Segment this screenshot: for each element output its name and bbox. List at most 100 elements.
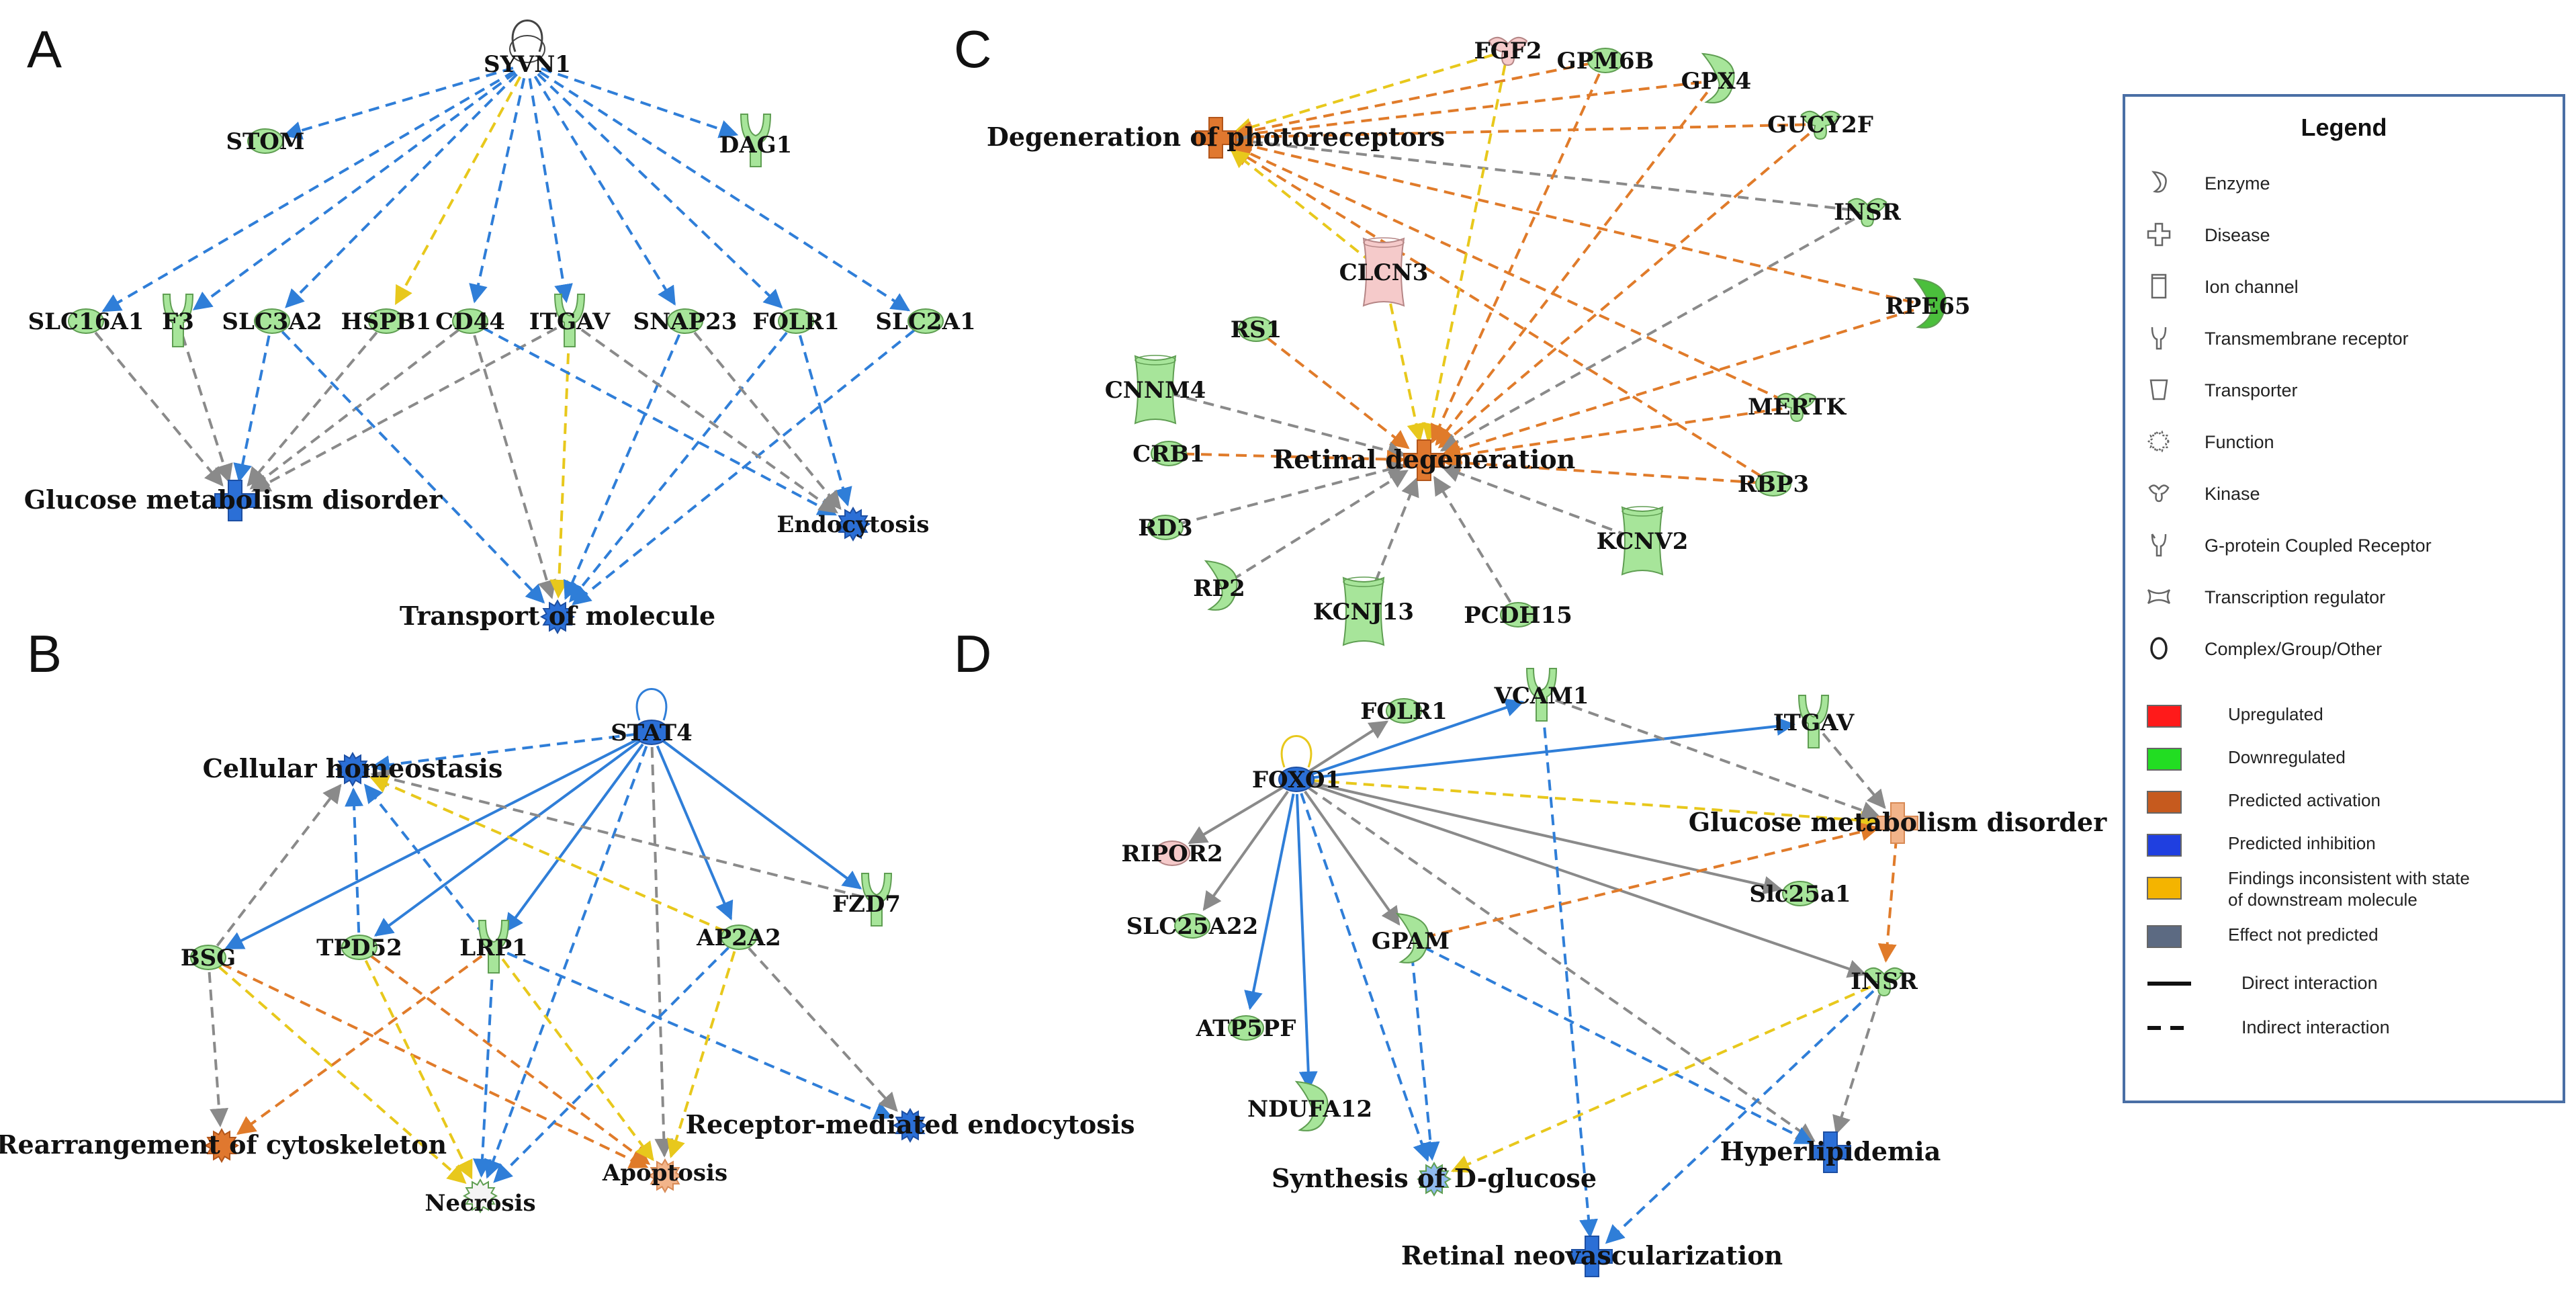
edge-slc3a2-to-gmd_a [233,335,271,483]
edge-foxo1-to-itgav_d [1311,717,1795,779]
node-ndufa12: NDUFA12 [1247,1080,1372,1131]
edge-snap23-to-endo [693,331,842,511]
edge-stat4-to-fzd7 [662,740,862,890]
edge-bsg-to-nec [218,965,467,1185]
node-shape [1154,841,1190,866]
node-mertk: MERTK [1748,392,1847,423]
node-shape [1417,1162,1452,1197]
node-gpx4: GPX4 [1681,52,1751,103]
panel-letter-a: A [27,19,62,79]
node-shape [1571,1236,1613,1277]
node-shape [1587,48,1624,73]
node-shape [1847,198,1887,228]
edge-syvn1-to-hspb1 [394,76,522,306]
edge-foxo1-to-insr_d [1310,783,1867,978]
edges-layer [94,19,1914,1244]
node-shape [1488,36,1528,67]
node-label: VCAM1 [1493,683,1589,709]
node-shape [1228,1015,1264,1041]
node-label: GPAM [1372,928,1450,955]
edge-pcdh15-to-rd [1433,476,1512,603]
node-slc3a2: SLC3A2 [222,308,322,335]
edge-cd44-to-tom [473,335,556,599]
node-shape [1797,695,1830,748]
node-shape [1912,277,1947,329]
node-sdg: Synthesis of D-glucose [1272,1162,1597,1197]
node-label: Glucose metabolism disorder [24,484,443,515]
node-shape [1782,881,1818,906]
legend-shape-transporter: Transporter [2149,379,2298,400]
node-rnv: Retinal neovascularization [1401,1236,1783,1277]
node-clcn3: CLCN3 [1339,237,1428,307]
node-shape [1525,668,1558,722]
legend-color-item: Effect not predicted [2147,924,2379,948]
legend-color-item: Predicted inhibition [2147,833,2376,857]
self-loop-edge [1280,735,1313,768]
node-label: SYVN1 [484,51,571,78]
edge-tpd52-to-apo [370,955,651,1165]
edge-syvn1-to-slc16a1 [101,70,516,312]
edge-rbp3-to-dop [1231,147,1762,478]
edge-stat4-to-bsg [224,738,639,950]
node-gucy2f: GUCY2F [1767,110,1873,140]
node-hspb1: HSPB1 [341,308,431,335]
legend-label: Downregulated [2228,747,2346,767]
legend-shape-transcription: Transcription regulator [2147,587,2385,607]
node-label: CD44 [435,308,505,335]
node-shape [1701,52,1735,103]
node-folr1: FOLR1 [752,308,840,335]
node-snap23: SNAP23 [633,308,737,335]
self-loop-edge [635,688,668,721]
legend-shape-gpcr: G-protein Coupled Receptor [2151,533,2432,557]
node-label: STAT4 [611,720,692,746]
edge-lrp1-to-ch [363,783,486,937]
legend-label: Predicted inhibition [2228,833,2376,853]
edge-insr_d-to-hyp [1832,994,1881,1135]
node-shape [1755,471,1791,497]
edge-folr1-to-tom [569,331,788,603]
node-label: Transport of molecule [400,601,715,631]
node-fgf2: FGF2 [1474,36,1542,67]
node-label: Hyperlipidemia [1720,1136,1941,1166]
edge-itgav-to-gmd_a [251,327,558,492]
node-label: ITGAV [1773,709,1855,736]
edge-gpx4-to-dop [1234,81,1702,143]
node-label: Apoptosis [602,1160,727,1187]
edge-syvn1-to-slc3a2 [285,73,518,308]
node-label: Slc25a1 [1749,881,1851,908]
kinase-icon [2148,484,2170,503]
legend-label: Disease [2205,225,2270,245]
node-label: Cellular homeostasis [203,753,503,783]
edge-foxo1-to-vcam1 [1310,698,1525,776]
edge-lrp1-to-apo [501,958,654,1162]
edge-bsg-to-rc [208,972,229,1127]
node-gpm6b: GPM6B [1557,48,1654,75]
edge-fzd7-to-ch [370,769,863,898]
legend-label: Transmembrane receptor [2205,329,2409,349]
node-label: FZD7 [832,891,901,918]
edge-gpm6b-to-rd [1431,73,1601,444]
edge-rd3-to-rd [1179,460,1407,525]
edge-itgav-to-tom [549,335,571,599]
node-shape [1204,560,1238,611]
node-label: RBP3 [1738,471,1809,498]
node-label: Synthesis of D-glucose [1272,1163,1597,1193]
node-dag1: DAG1 [719,114,792,167]
color-swatch [2147,791,2182,814]
edge-rpe65-to-rd [1441,308,1914,459]
node-label: Retinal degeneration [1273,444,1576,474]
panel-letter-d: D [954,624,991,683]
node-shape [214,480,256,521]
edge-clcn3-to-dop [1230,148,1374,264]
node-label: FGF2 [1474,38,1542,64]
legend-label: Predicted activation [2228,790,2381,810]
node-shape [1151,441,1187,466]
node-label: RIPOR2 [1121,841,1223,867]
node-label: FOLR1 [1360,698,1448,725]
node-label: SLC3A2 [222,308,322,335]
node-shape [1395,912,1429,963]
node-shape [68,308,104,334]
edge-foxo1-to-folr1_d [1308,720,1389,773]
